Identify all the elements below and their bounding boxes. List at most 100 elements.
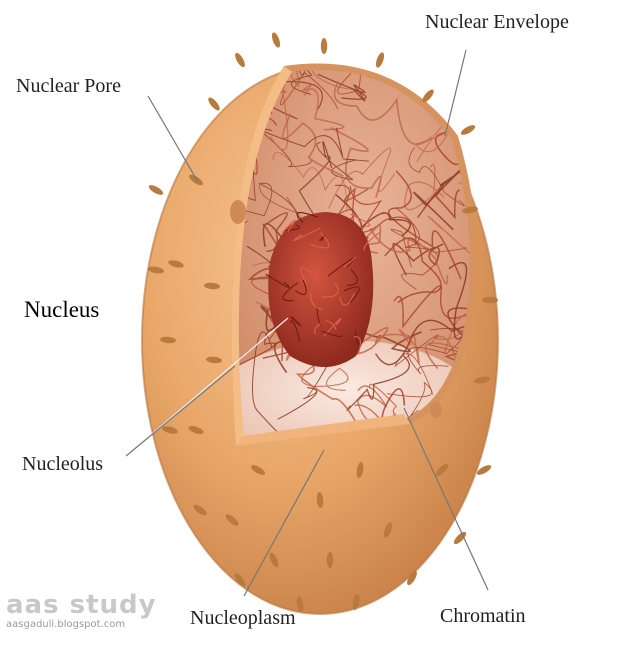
nucleolus-thread (309, 232, 330, 249)
chromatin-fiber (354, 404, 449, 440)
nuclear-pore-mark (225, 514, 239, 526)
chromatin-fiber (404, 163, 445, 211)
chromatin-fiber (424, 306, 470, 370)
chromatin-fiber (388, 170, 462, 280)
nuclear-pore-mark (482, 296, 498, 304)
chromatin-fiber (316, 142, 369, 181)
nuclear-pore-mark (476, 465, 492, 475)
nucleolus-thread (293, 227, 321, 241)
label-nucleolus: Nucleolus (22, 453, 104, 475)
nuclear-pore-mark (375, 52, 385, 68)
chromatin-fiber (432, 315, 470, 368)
nucleolus-thread (300, 267, 312, 284)
nuclear-pore-mark (234, 573, 246, 587)
nucleolus-thread (343, 286, 360, 303)
chromatin-fiber (394, 334, 470, 395)
envelope-cut-edge (231, 66, 292, 446)
nuclear-pores (148, 32, 498, 612)
chromatin-fiber (301, 69, 361, 95)
leader-line-nucleolus-outside (125, 365, 236, 457)
nuclear-pore-mark (352, 594, 360, 610)
chromatin-fiber (413, 166, 467, 231)
nuclear-pore-mark (160, 336, 176, 344)
chromatin-fiber (295, 349, 362, 431)
nucleolus-thread (353, 336, 362, 355)
chromatin-fiber (237, 157, 256, 202)
chromatin-fiber (384, 237, 442, 304)
nuclear-pore-mark (235, 52, 245, 68)
leader-line-chromatin (403, 407, 489, 591)
chromatin-fiber (272, 151, 348, 213)
nuclear-pore-mark (320, 38, 328, 54)
nuclear-pore-mark (316, 492, 324, 508)
nucleolus-thread (294, 279, 307, 296)
nucleolus-thread (363, 231, 381, 252)
nuclear-pore-mark (269, 552, 279, 568)
nuclear-pore-mark (460, 125, 476, 135)
chromatin-fiber (374, 319, 470, 366)
nucleolus-thread (281, 219, 296, 234)
watermark-logo: aas study (6, 590, 157, 620)
nucleolus-threads (265, 212, 381, 355)
envelope-cut-edge-bottom (236, 414, 410, 446)
chromatin-fiber (407, 328, 464, 375)
nuclear-pore-mark (168, 260, 184, 268)
nucleolus-thread (282, 282, 299, 302)
nucleolus-thread (327, 257, 355, 277)
nucleolus-thread (343, 256, 357, 268)
nuclear-pore-mark (435, 463, 449, 477)
nuclear-pore-mark (148, 185, 164, 195)
chromatin-fiber (447, 262, 470, 340)
chromatin-fiber (374, 328, 420, 364)
chromatin-fiber (330, 126, 382, 198)
cut-edge-bump (230, 200, 246, 224)
nuclear-pore-mark (474, 376, 490, 384)
nucleolus-thread (347, 268, 358, 286)
nuclear-pore-mark (188, 425, 204, 435)
nucleolus-body (268, 212, 374, 367)
leader-line-nucleoplasm (243, 449, 325, 597)
nuclear-pore-mark (193, 504, 207, 516)
nucleolus-thread (319, 234, 326, 242)
chromatin-fiber (290, 69, 352, 95)
nuclear-pore-mark (462, 206, 478, 214)
nucleolus-thread (289, 320, 301, 342)
nucleolus-thread (289, 316, 302, 327)
label-nuclear-envelope: Nuclear Envelope (425, 11, 569, 33)
chromatin-fiber (237, 69, 269, 84)
nuclear-pore-mark (148, 266, 164, 274)
chromatin-fiber (302, 84, 345, 131)
nucleolus-thread (325, 319, 337, 330)
chromatin-fiber (317, 73, 367, 102)
nucleolus-thread (338, 292, 355, 306)
chromatin-fiber (390, 228, 467, 268)
nuclear-pore-mark (271, 32, 281, 48)
nuclear-pore-mark (453, 531, 467, 545)
chromatin-fiber (310, 69, 354, 90)
nuclear-pore-mark (204, 282, 220, 290)
leader-line-nuclear-envelope (444, 49, 467, 137)
chromatin-fiber (328, 147, 395, 209)
nucleolus-thread (350, 213, 371, 227)
leader-line-nuclear-pore (147, 95, 199, 183)
nuclear-pore-mark (189, 174, 203, 186)
chromatin-fiber (269, 69, 300, 151)
nuclear-pore-mark (407, 570, 417, 586)
nucleolus-thread (322, 283, 339, 298)
nucleolus-thread (265, 273, 290, 288)
label-nucleoplasm: Nucleoplasm (190, 607, 296, 629)
nucleolus-thread (309, 292, 323, 310)
cut-edge-bump (430, 402, 442, 418)
nucleolus-thread (296, 212, 318, 223)
nucleolus-thread (283, 224, 300, 232)
chromatin-fiber (427, 215, 470, 287)
nuclear-pore-mark (250, 465, 266, 475)
label-nuclear-pore: Nuclear Pore (16, 75, 121, 97)
chromatin-fiber (333, 80, 433, 146)
nuclear-pore-mark (296, 596, 304, 612)
nuclear-pore-mark (326, 552, 334, 568)
nucleolus-thread (314, 323, 321, 335)
chromatin-fiber (277, 363, 329, 420)
